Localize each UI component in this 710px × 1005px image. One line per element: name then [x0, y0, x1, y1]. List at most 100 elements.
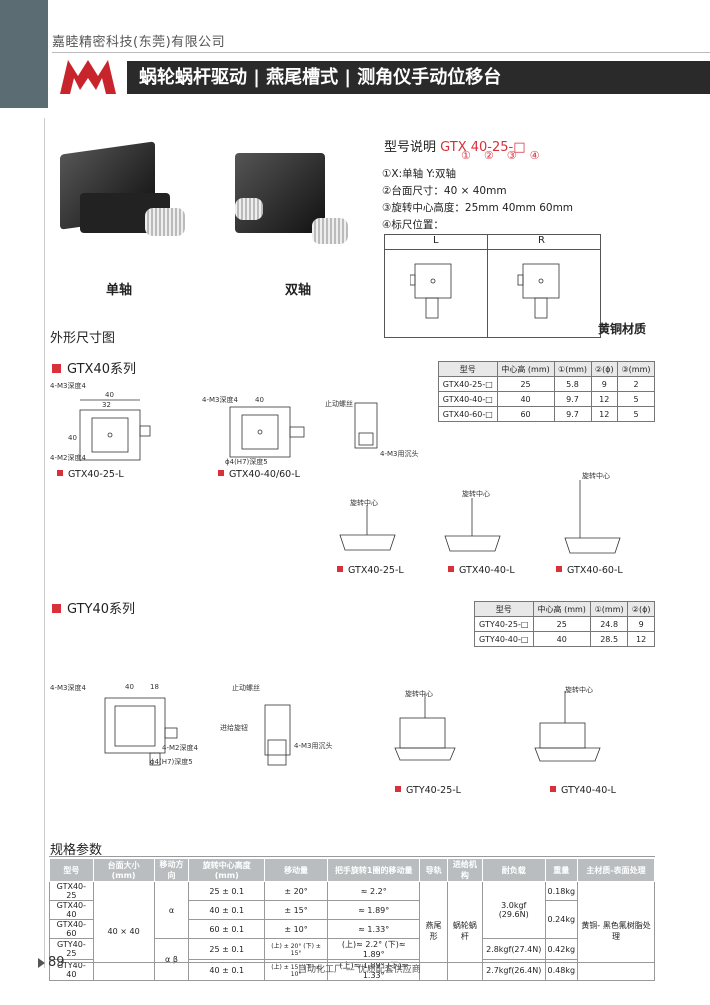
table-cell: ≈ 1.33° [327, 919, 421, 939]
svg-text:旋转中心: 旋转中心 [462, 489, 490, 498]
model-desc-prefix: 型号说明 [384, 140, 437, 155]
table-cell: ≈ 2.2° [327, 881, 421, 901]
scale-left-label: L [433, 235, 439, 246]
table-cell: 25 ± 0.1 [188, 938, 265, 960]
table-header: 型号 [474, 601, 534, 617]
table-header: 把手旋转1圈的移动量 [327, 858, 421, 882]
table-cell: 24.8 [589, 616, 629, 632]
table-cell: (上)≈ 1.89° (下)≈ 1.33° [327, 959, 421, 981]
table-cell: ± 10° [263, 919, 329, 939]
table-header-row: 型号 中心高 (mm) ①(mm) ②(ϕ) ③(mm) [438, 361, 656, 377]
table-header: 中心高 (mm) [532, 601, 591, 617]
gtx-center-label: 旋转中心 [350, 498, 378, 507]
table-header: 进给机构 [446, 858, 483, 882]
spec-table: 型号 台面大小 (mm) 移动方向 旋转中心高度 (mm) 移动量 把手旋转1圈… [49, 858, 655, 981]
gtx-hole-label: ϕ4(H7)深度5 [225, 457, 268, 466]
single-axis-label: 单轴 [106, 283, 133, 298]
gty-m3-label: 4-M3深度4 [50, 683, 86, 692]
brand-logo [60, 60, 116, 94]
table-cell: ≈ 1.89° [327, 900, 421, 920]
gty-caption: GTY40-40-L [550, 785, 616, 796]
gty40-25-front-drawing: 旋转中心 [394, 689, 456, 761]
outline-dimension-title: 外形尺寸图 [50, 331, 116, 346]
gtx-caption: GTX40-25-L [57, 469, 124, 480]
table-cell: 40 ± 0.1 [188, 959, 265, 981]
table-cell: 40 ± 0.1 [188, 900, 265, 920]
table-row: GTY40-40 40 ± 0.1 (上) ± 15° (下) ± 10° (上… [49, 959, 655, 981]
table-cell: 9.7 [553, 406, 592, 422]
left-margin-line [44, 118, 45, 968]
table-cell: 25 [496, 376, 555, 392]
spec-title: 规格参数 [50, 843, 103, 858]
table-header: 旋转中心高度 (mm) [188, 858, 265, 882]
material-note: 黄铜材质 [598, 322, 647, 336]
gty40-40-front-drawing: 旋转中心 [534, 685, 601, 762]
gty40-top-drawing: 4-M3深度4 40 18 4-M2深度4 ϕ4(H7)深度5 [50, 683, 198, 766]
table-header: 主材质-表面处理 [577, 858, 655, 882]
table-cell: 2 [616, 376, 656, 392]
table-cell: 12 [590, 391, 618, 407]
gty-hole-label: ϕ4(H7)深度5 [150, 757, 193, 766]
table-cell: 5 [616, 391, 656, 407]
scale-box-divider [487, 235, 488, 337]
table-row: GTY40-25 α β 25 ± 0.1 (上) ± 20° (下) ± 15… [49, 938, 655, 981]
table-header-row: 型号 台面大小 (mm) 移动方向 旋转中心高度 (mm) 移动量 把手旋转1圈… [49, 858, 655, 882]
table-cell: 12 [590, 406, 618, 422]
table-cell: 5.8 [553, 376, 592, 392]
gtx-m3-label-b: 4-M3深度4 [202, 395, 238, 404]
table-cell: GTX40-60-□ [438, 406, 498, 422]
table-cell: 黄铜- 黑色氟树脂处理 [577, 881, 655, 981]
table-header: ①(mm) [589, 601, 629, 617]
table-header: ①(mm) [553, 361, 592, 377]
model-desc-item: ④标尺位置： [382, 219, 444, 231]
table-cell: GTX40-25 [49, 881, 94, 901]
gtx-dimension-table: 型号 中心高 (mm) ①(mm) ②(ϕ) ③(mm) GTX40-25-□2… [438, 361, 656, 422]
gtx-caption: GTX40-25-L [337, 565, 404, 576]
model-desc-item: ②台面尺寸：40 × 40mm [382, 185, 507, 197]
gtx-lock-label: 止动螺丝 [325, 399, 353, 408]
table-cell: 0.24kg [544, 900, 579, 939]
table-cell: GTY40-40-□ [474, 631, 534, 647]
table-cell: 25 [532, 616, 591, 632]
gtx-side-drawing: 止动螺丝 4-M3用沉头 [325, 399, 418, 458]
table-header-row: 型号 中心高 (mm) ①(mm) ②(ϕ) [474, 601, 655, 617]
model-code-index: ①②③④ [461, 149, 553, 162]
table-cell: ± 20° [263, 881, 329, 901]
table-cell: (上) ± 20° (下) ± 15° [263, 938, 329, 960]
header-sidebar-block [0, 0, 48, 108]
page-number: 89 [48, 955, 65, 970]
table-cell: GTX40-40 [49, 900, 94, 920]
gtx-m2-label: 4-M2深度4 [50, 453, 86, 462]
table-cell: 9.7 [553, 391, 592, 407]
table-header: 型号 [438, 361, 498, 377]
gty-lock-label: 止动螺丝 [232, 683, 260, 692]
table-cell: 蜗轮蜗杆 [446, 881, 483, 981]
table-cell: 60 [496, 406, 555, 422]
gtx40-40-drawing: 4-M3深度4 40 ϕ4(H7)深度5 [202, 395, 305, 466]
table-cell: 40 × 40 [92, 881, 155, 981]
gtx-caption: GTX40-60-L [556, 565, 623, 576]
product-photo-dual [230, 138, 360, 258]
gty-knob-label: 进给旋钮 [220, 723, 248, 732]
table-cell: GTY40-25-□ [474, 616, 534, 632]
gty-section-title-text: GTY40系列 [67, 602, 136, 617]
table-cell: 0.18kg [544, 881, 579, 901]
table-header: 移动方向 [153, 858, 190, 882]
table-row: GTX40-60 60 ± 0.1 ± 10° ≈ 1.33° [49, 919, 655, 939]
gtx-m3-label: 4-M3深度4 [50, 381, 86, 390]
table-cell: 0.42kg [544, 938, 579, 960]
gtx40-25-drawing: 40 32 40 4-M3深度4 4-M2深度4 [50, 381, 151, 462]
scale-left-drawing [410, 263, 452, 319]
model-desc-item: ③旋转中心高度：25mm 40mm 60mm [382, 202, 574, 214]
table-cell: 9 [590, 376, 618, 392]
table-cell: 0.48kg [544, 959, 579, 981]
page-title: 蜗轮蜗杆驱动 | 燕尾槽式 | 测角仪手动位移台 [127, 61, 710, 94]
table-cell: 2.8kgf(27.4N) [481, 938, 546, 960]
table-cell: 60 ± 0.1 [188, 919, 265, 939]
